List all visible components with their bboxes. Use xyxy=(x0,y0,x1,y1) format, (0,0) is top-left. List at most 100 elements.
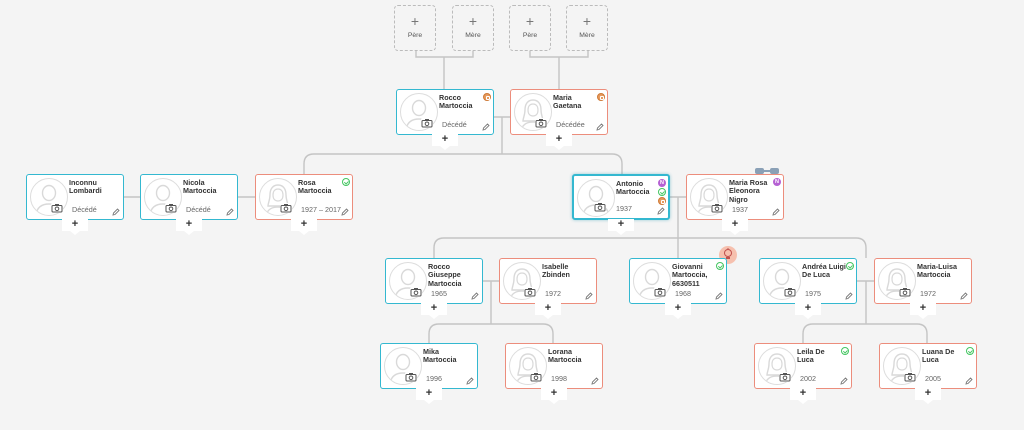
person-card-lorana[interactable]: Lorana Martoccia 1998 xyxy=(505,343,603,389)
plus-icon: + xyxy=(410,13,420,29)
person-name: Inconnu Lombardi xyxy=(69,178,102,196)
camera-icon[interactable] xyxy=(51,203,63,213)
person-name: Antonio Martoccia xyxy=(616,179,650,197)
person-dates: 1937 xyxy=(732,205,748,214)
pencil-icon[interactable] xyxy=(585,292,593,300)
add-relative-button[interactable]: + xyxy=(915,388,941,404)
camera-icon[interactable] xyxy=(784,287,796,297)
add-relative-button[interactable]: + xyxy=(546,134,572,150)
camera-icon[interactable] xyxy=(535,118,547,128)
add-relative-button[interactable]: + xyxy=(665,303,691,319)
check-badge-icon[interactable] xyxy=(846,262,854,270)
add-relative-button[interactable]: + xyxy=(795,303,821,319)
camera-icon[interactable] xyxy=(405,372,417,382)
check-badge-icon[interactable] xyxy=(716,262,724,270)
add-relative-button[interactable]: + xyxy=(790,388,816,404)
check-badge-icon[interactable] xyxy=(658,188,666,196)
camera-icon[interactable] xyxy=(165,203,177,213)
camera-icon[interactable] xyxy=(410,287,422,297)
person-dates: 1927 – 2017 xyxy=(301,205,341,214)
check-badge-icon[interactable] xyxy=(966,347,974,355)
person-dates: 1998 xyxy=(551,374,567,383)
add-relative-button[interactable]: + xyxy=(535,303,561,319)
camera-icon[interactable] xyxy=(524,287,536,297)
person-dates: 1937 xyxy=(616,204,632,213)
person-name: Lorana Martoccia xyxy=(548,347,582,365)
pencil-icon[interactable] xyxy=(845,292,853,300)
person-name: Isabelle Zbinden xyxy=(542,262,570,280)
person-name: Mika Martoccia xyxy=(423,347,457,365)
check-badge-icon[interactable] xyxy=(342,178,350,186)
camera-icon[interactable] xyxy=(904,372,916,382)
link-icon[interactable] xyxy=(755,162,779,174)
pencil-icon[interactable] xyxy=(657,207,665,215)
add-mother-label: Mère xyxy=(579,32,595,39)
add-father-button[interactable]: + Père xyxy=(509,5,551,51)
record-badge-icon[interactable] xyxy=(597,93,605,101)
person-name: Maria-Luisa Martoccia xyxy=(917,262,957,280)
add-relative-button[interactable]: + xyxy=(176,219,202,235)
pencil-icon[interactable] xyxy=(471,292,479,300)
person-card-antonio[interactable]: Antonio Martoccia 1937 xyxy=(572,174,670,220)
person-dates: 1968 xyxy=(675,289,691,298)
pencil-icon[interactable] xyxy=(591,377,599,385)
person-dates: 2005 xyxy=(925,374,941,383)
camera-icon[interactable] xyxy=(530,372,542,382)
pencil-icon[interactable] xyxy=(715,292,723,300)
person-name: Nicola Martoccia xyxy=(183,178,217,196)
check-badge-icon[interactable] xyxy=(841,347,849,355)
person-name: Maria Rosa Eleonora Nigro xyxy=(729,178,768,204)
pencil-icon[interactable] xyxy=(466,377,474,385)
new-badge-icon[interactable] xyxy=(773,178,781,186)
camera-icon[interactable] xyxy=(779,372,791,382)
pencil-icon[interactable] xyxy=(482,123,490,131)
add-relative-button[interactable]: + xyxy=(291,219,317,235)
pencil-icon[interactable] xyxy=(341,208,349,216)
camera-icon[interactable] xyxy=(421,118,433,128)
record-badge-icon[interactable] xyxy=(483,93,491,101)
camera-icon[interactable] xyxy=(711,203,723,213)
add-relative-button[interactable]: + xyxy=(608,219,634,235)
add-mother-button[interactable]: + Mère xyxy=(452,5,494,51)
pencil-icon[interactable] xyxy=(596,123,604,131)
new-badge-icon[interactable] xyxy=(658,179,666,187)
pencil-icon[interactable] xyxy=(772,208,780,216)
camera-icon[interactable] xyxy=(654,287,666,297)
person-dates: Décédé xyxy=(442,120,467,129)
add-relative-button[interactable]: + xyxy=(910,303,936,319)
pencil-icon[interactable] xyxy=(226,208,234,216)
add-relative-button[interactable]: + xyxy=(432,134,458,150)
camera-icon[interactable] xyxy=(594,202,606,212)
plus-icon: + xyxy=(582,13,592,29)
person-dates: 1965 xyxy=(431,289,447,298)
pencil-icon[interactable] xyxy=(960,292,968,300)
pencil-icon[interactable] xyxy=(965,377,973,385)
add-relative-button[interactable]: + xyxy=(416,388,442,404)
add-mother-button[interactable]: + Mère xyxy=(566,5,608,51)
add-relative-button[interactable]: + xyxy=(722,219,748,235)
add-relative-button[interactable]: + xyxy=(62,219,88,235)
add-father-button[interactable]: + Père xyxy=(394,5,436,51)
record-badge-icon[interactable] xyxy=(658,197,666,205)
add-relative-button[interactable]: + xyxy=(541,388,567,404)
pencil-icon[interactable] xyxy=(840,377,848,385)
plus-icon: + xyxy=(468,13,478,29)
camera-icon[interactable] xyxy=(280,203,292,213)
pencil-icon[interactable] xyxy=(112,208,120,216)
camera-icon[interactable] xyxy=(899,287,911,297)
add-relative-button[interactable]: + xyxy=(421,303,447,319)
